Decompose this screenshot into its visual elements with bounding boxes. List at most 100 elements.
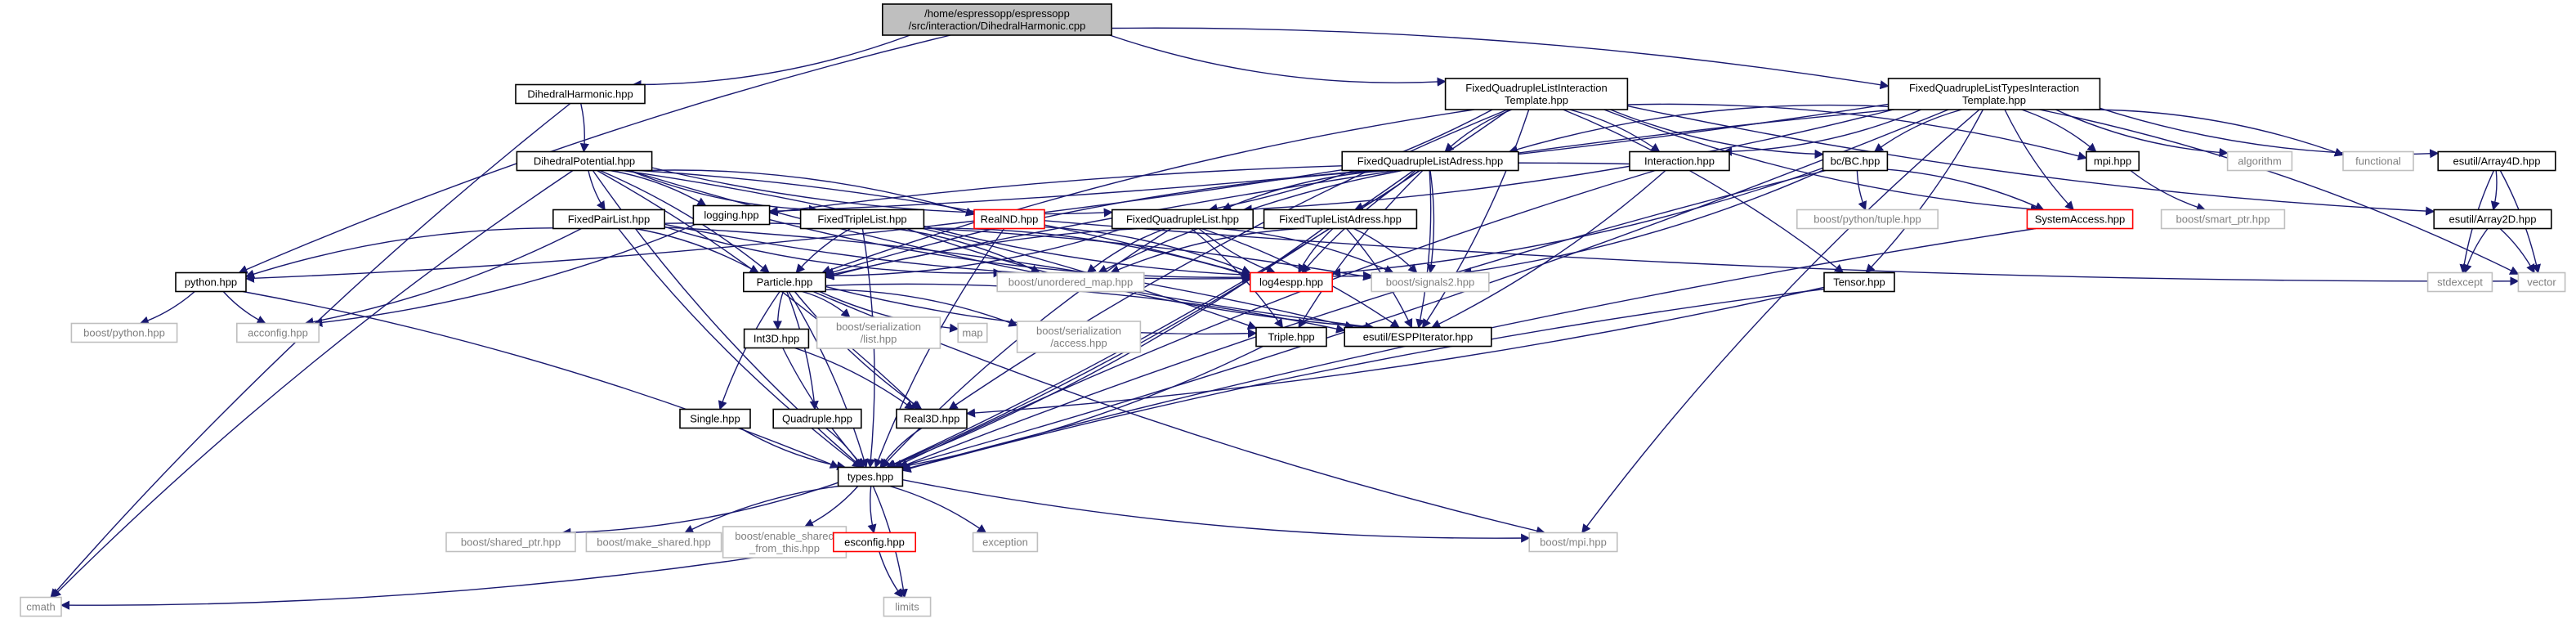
node-box-arr2d	[2433, 209, 2552, 230]
node-label-benable: _from_this.hpp	[749, 542, 820, 554]
node-bc[interactable]: bc/BC.hpp	[1822, 150, 1889, 172]
node-box-python	[175, 271, 247, 293]
node-esconfig[interactable]: esconfig.hpp	[832, 532, 916, 553]
node-box-bserlist	[816, 316, 941, 349]
node-dpot[interactable]: DihedralPotential.hpp	[516, 150, 653, 172]
node-label-inter: Interaction.hpp	[1644, 155, 1715, 168]
node-arr2d[interactable]: esutil/Array2D.hpp	[2433, 209, 2552, 230]
node-real3d[interactable]: Real3D.hpp	[896, 408, 968, 429]
node-box-bsig2	[1371, 271, 1490, 293]
edge-root-to-fqlit	[1109, 34, 1447, 87]
node-label-bsmart: boost/smart_ptr.hpp	[2176, 213, 2270, 226]
node-int3d[interactable]: Int3D.hpp	[743, 328, 810, 349]
node-fqlit[interactable]: FixedQuadrupleListInteractionTemplate.hp…	[1444, 78, 1629, 110]
node-box-bptuple	[1796, 209, 1939, 230]
node-label-bmpi: boost/mpi.hpp	[1540, 536, 1607, 549]
node-label-limits: limits	[895, 601, 919, 613]
node-ftla[interactable]: FixedTupleListAdress.hpp	[1263, 209, 1418, 230]
node-esppit[interactable]: esutil/ESPPIterator.hpp	[1344, 326, 1492, 348]
node-box-cmath	[20, 596, 62, 617]
edge-ftl-to-esppit	[906, 227, 1375, 332]
node-label-particle: Particle.hpp	[757, 276, 813, 289]
edge-tensor-to-types	[901, 288, 1825, 473]
node-types[interactable]: types.hpp	[837, 466, 904, 487]
node-box-single	[679, 408, 751, 429]
edge-fqlit-to-tensor	[1563, 109, 1845, 274]
node-box-fql	[1111, 209, 1254, 230]
edge-ftla-to-types	[886, 227, 1324, 469]
node-arr4d[interactable]: esutil/Array4D.hpp	[2437, 150, 2556, 172]
node-dh[interactable]: DihedralHarmonic.hpp	[515, 83, 646, 105]
node-fpl[interactable]: FixedPairList.hpp	[552, 209, 665, 230]
node-label-real3d: Real3D.hpp	[904, 413, 960, 425]
node-box-types	[837, 466, 904, 487]
node-label-bptuple: boost/python/tuple.hpp	[1813, 213, 1921, 226]
node-label-bumap: boost/unordered_map.hpp	[1008, 276, 1134, 289]
node-mpi[interactable]: mpi.hpp	[2086, 150, 2140, 172]
node-box-bseracc	[1016, 321, 1142, 353]
node-inter[interactable]: Interaction.hpp	[1629, 150, 1730, 172]
node-box-root	[882, 3, 1113, 36]
node-box-realnd	[973, 209, 1045, 230]
node-bptuple: boost/python/tuple.hpp	[1796, 209, 1939, 230]
node-box-bmpi	[1528, 532, 1618, 553]
node-box-particle	[742, 271, 826, 293]
node-box-fpl	[552, 209, 665, 230]
node-label-fqla: FixedQuadrupleListAdress.hpp	[1357, 155, 1504, 168]
node-box-esconfig	[832, 532, 916, 553]
node-fqla[interactable]: FixedQuadrupleListAdress.hpp	[1341, 150, 1519, 172]
node-box-tensor	[1823, 271, 1895, 293]
edge-arr4d-to-arr2d	[2490, 170, 2500, 211]
node-tensor[interactable]: Tensor.hpp	[1823, 271, 1895, 293]
node-bpython: boost/python.hpp	[70, 322, 178, 343]
edge-fqltit-to-fql	[1242, 109, 1894, 214]
node-triple[interactable]: Triple.hpp	[1255, 326, 1327, 348]
node-box-ftla	[1263, 209, 1418, 230]
node-box-sysacc	[2026, 209, 2134, 230]
edge-esconfig-to-limits	[879, 551, 903, 599]
node-label-arr2d: esutil/Array2D.hpp	[2449, 213, 2537, 226]
edge-types-to-exception	[889, 485, 987, 534]
edge-python-to-acconfig	[222, 291, 266, 325]
edge-fqlit-to-bc	[1610, 109, 1824, 159]
edge-fpl-to-python	[244, 227, 553, 279]
edge-particle-to-bseracc	[825, 289, 1018, 327]
edge-fql-to-triple	[1191, 227, 1284, 329]
node-label-map: map	[962, 327, 982, 339]
edge-dpot-to-esppit	[628, 169, 1375, 331]
node-label-triple: Triple.hpp	[1268, 331, 1314, 343]
edge-fqlit-to-esppit	[1421, 109, 1530, 329]
node-box-stdexcept	[2426, 271, 2493, 293]
node-log4espp[interactable]: log4espp.hpp	[1250, 271, 1334, 293]
edge-bc-to-log4espp	[1331, 167, 1823, 277]
node-label-cmath: cmath	[26, 601, 55, 613]
node-box-dh	[515, 83, 646, 105]
edge-dpot-to-fql	[651, 167, 1113, 218]
node-root[interactable]: /home/espressopp/espressopp/src/interact…	[882, 3, 1113, 36]
node-label-ftla: FixedTupleListAdress.hpp	[1279, 213, 1402, 226]
node-ftl[interactable]: FixedTripleList.hpp	[799, 209, 925, 230]
node-label-vector: vector	[2527, 276, 2556, 289]
node-box-map	[957, 322, 988, 343]
node-fql[interactable]: FixedQuadrupleList.hpp	[1111, 209, 1254, 230]
node-fqltit[interactable]: FixedQuadrupleListTypesInteractionTempla…	[1887, 78, 2101, 110]
node-logging[interactable]: logging.hpp	[692, 204, 771, 226]
node-functional: functional	[2342, 150, 2414, 172]
node-single[interactable]: Single.hpp	[679, 408, 751, 429]
node-label-int3d: Int3D.hpp	[754, 333, 799, 345]
node-sysacc[interactable]: SystemAccess.hpp	[2026, 209, 2134, 230]
edge-realnd-to-vector	[1044, 220, 2520, 286]
node-particle[interactable]: Particle.hpp	[742, 271, 826, 293]
node-box-benable	[722, 526, 847, 558]
node-realnd[interactable]: RealND.hpp	[973, 209, 1045, 230]
edge-fql-to-particle	[825, 227, 1124, 280]
node-label-bsig2: boost/signals2.hpp	[1386, 276, 1474, 289]
edge-fqltit-to-mpi	[2021, 109, 2097, 153]
edge-fqltit-to-vector	[2039, 109, 2520, 275]
node-python[interactable]: python.hpp	[175, 271, 247, 293]
node-quadruple[interactable]: Quadruple.hpp	[772, 408, 862, 429]
edge-python-to-types	[242, 290, 840, 469]
node-box-dpot	[516, 150, 653, 172]
edge-fpl-to-bumap	[664, 226, 1003, 278]
